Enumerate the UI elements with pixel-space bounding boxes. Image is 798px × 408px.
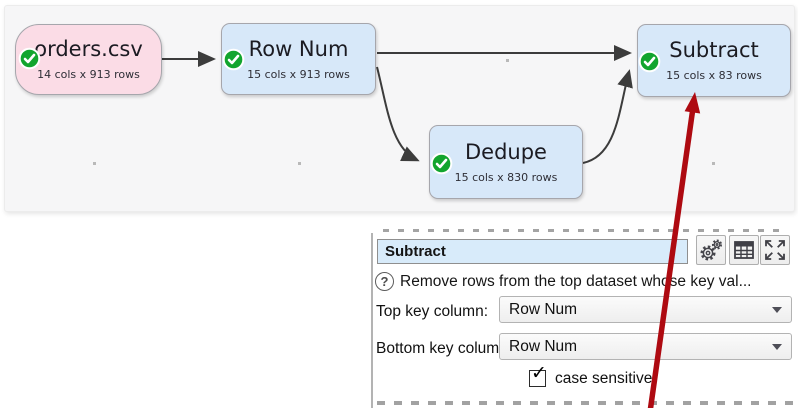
selected-value: Row Num	[509, 337, 578, 355]
case-sensitive-checkbox[interactable]: ✓	[529, 364, 547, 387]
edge-rownum-dedupe	[376, 66, 420, 162]
node-title: Dedupe	[465, 139, 547, 164]
node-dimensions: 15 cols x 913 rows	[247, 67, 350, 81]
node-dimensions: 14 cols x 913 rows	[37, 68, 140, 81]
node-dimensions: 15 cols x 83 rows	[666, 69, 762, 82]
bottom-key-column-select[interactable]: Row Num	[499, 333, 792, 360]
status-ok-icon	[638, 50, 661, 73]
transform-properties-panel: ? Remove rows from the top dataset whose…	[371, 233, 798, 408]
show-table-button[interactable]	[729, 235, 759, 265]
node-title: Subtract	[669, 38, 759, 62]
chevron-down-icon	[772, 306, 782, 313]
screenshot-tear-artifact	[383, 229, 783, 232]
gears-icon	[700, 239, 723, 261]
expand-button[interactable]	[760, 235, 790, 265]
table-icon	[734, 241, 754, 259]
checkmark-icon: ✓	[531, 362, 547, 384]
grid-dot	[712, 162, 715, 165]
transform-name-input[interactable]	[377, 239, 688, 264]
node-subtract[interactable]: Subtract 15 cols x 83 rows	[637, 24, 791, 97]
bottom-key-column-label: Bottom key column:	[376, 340, 513, 357]
node-title: Row Num	[248, 36, 349, 61]
top-key-column-label: Top key column:	[376, 303, 488, 320]
help-icon[interactable]: ?	[375, 272, 394, 291]
grid-dot	[298, 162, 301, 165]
chevron-down-icon	[772, 343, 782, 350]
selected-value: Row Num	[509, 300, 578, 318]
grid-dot	[506, 59, 509, 62]
node-dedupe[interactable]: Dedupe 15 cols x 830 rows	[429, 125, 583, 199]
transform-description: Remove rows from the top dataset whose k…	[400, 273, 752, 290]
grid-dot	[93, 162, 96, 165]
node-title: orders.csv	[34, 37, 143, 61]
top-key-column-select[interactable]: Row Num	[499, 296, 792, 323]
case-sensitive-label: case sensitive	[555, 370, 653, 387]
status-ok-icon	[222, 48, 245, 71]
expand-icon	[765, 240, 785, 260]
edge-dedupe-subtract	[582, 69, 633, 164]
flow-canvas[interactable]: orders.csv 14 cols x 913 rows Row Num 15…	[4, 5, 795, 212]
status-ok-icon	[430, 152, 453, 175]
settings-button[interactable]	[696, 235, 726, 265]
connector-edges	[158, 45, 633, 164]
node-dimensions: 15 cols x 830 rows	[454, 170, 558, 184]
node-row-num[interactable]: Row Num 15 cols x 913 rows	[221, 23, 376, 95]
status-ok-icon	[18, 47, 41, 70]
